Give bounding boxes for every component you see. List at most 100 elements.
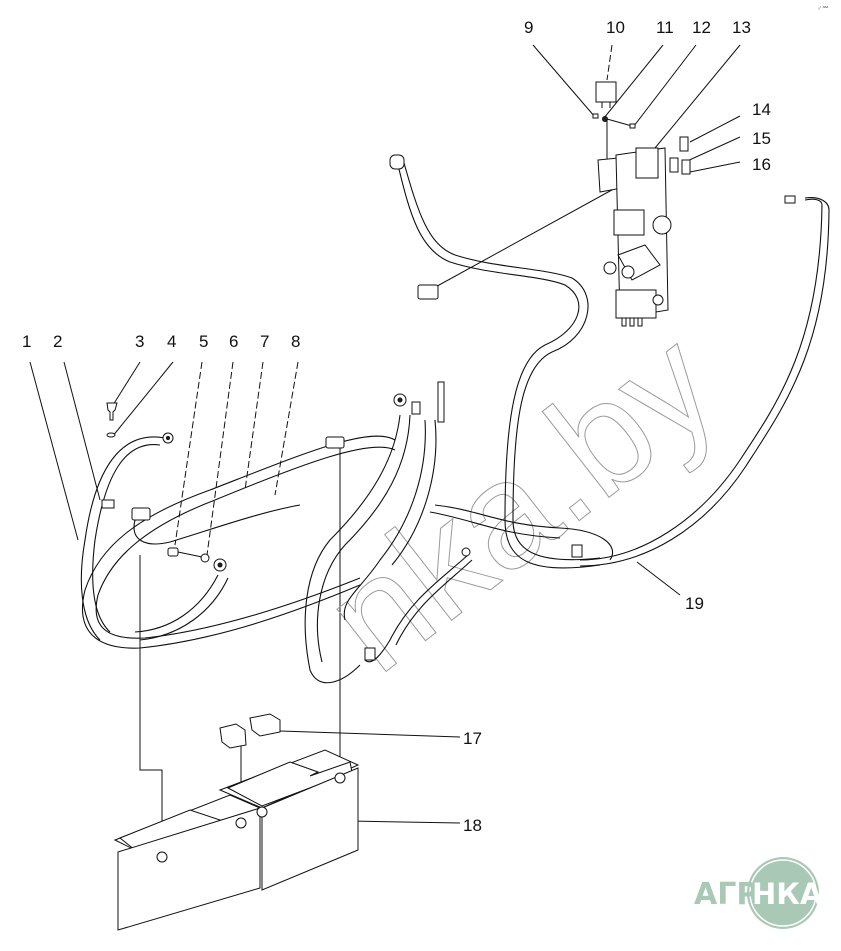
watermark: nka.by bbox=[294, 299, 746, 703]
screw-12-axis bbox=[606, 118, 633, 127]
leader-7 bbox=[244, 361, 264, 491]
agronka-logo: АГРО НКА bbox=[694, 857, 823, 929]
relay-block bbox=[592, 81, 691, 327]
callout-12: 12 bbox=[692, 18, 711, 37]
relay-bolt bbox=[652, 294, 664, 306]
cable-lower-b bbox=[395, 559, 473, 646]
cable-center-d bbox=[391, 419, 437, 566]
battery-right-body bbox=[261, 767, 359, 891]
clamp-2 bbox=[101, 499, 115, 509]
leader-4 bbox=[111, 361, 174, 438]
callout-9: 9 bbox=[524, 18, 533, 37]
washer-4 bbox=[106, 432, 116, 438]
terminal-cap-left bbox=[219, 723, 247, 749]
terminal-clamp bbox=[131, 507, 151, 521]
battery-right-terminal-pos bbox=[334, 772, 346, 784]
batteries-18 bbox=[113, 749, 360, 931]
leader-9 bbox=[532, 44, 596, 118]
logo-circle bbox=[747, 857, 819, 929]
leader-17 bbox=[279, 730, 461, 738]
cable-6-inner bbox=[139, 577, 229, 641]
relay-10 bbox=[595, 81, 617, 103]
connector-center bbox=[411, 401, 421, 415]
cable-top-outer bbox=[397, 164, 601, 569]
callout-5: 5 bbox=[199, 332, 208, 351]
logo-text-agro: АГРО bbox=[694, 877, 784, 912]
cable-center-b bbox=[316, 414, 411, 663]
battery-right-lid bbox=[226, 761, 353, 807]
terminal-cap-right bbox=[249, 713, 281, 737]
cable-harness-outer bbox=[81, 435, 396, 649]
bolt-5-axis bbox=[177, 551, 203, 558]
connector-19 bbox=[784, 195, 796, 204]
relay-pin-2 bbox=[629, 317, 635, 327]
ring-lug-center-hole bbox=[397, 397, 403, 403]
fuse-15 bbox=[669, 157, 679, 173]
leader-3 bbox=[112, 361, 141, 406]
battery-left-terminal-neg bbox=[156, 851, 168, 863]
cable-lug-6-hole bbox=[217, 562, 223, 568]
cable-lug-1-hole bbox=[165, 435, 171, 441]
leader-18 bbox=[349, 820, 461, 824]
cable-lower-a bbox=[364, 554, 469, 663]
fuse-16 bbox=[681, 159, 691, 175]
leader-6 bbox=[206, 361, 234, 556]
ring-lug-lower bbox=[461, 547, 471, 557]
leader-10 bbox=[606, 44, 613, 81]
relay-pin-3 bbox=[637, 317, 643, 327]
battery-left-body bbox=[117, 807, 261, 931]
callout-15: 15 bbox=[752, 129, 771, 148]
connector-line-battery-left bbox=[139, 555, 163, 850]
relay-coil bbox=[652, 215, 672, 235]
callout-10: 10 bbox=[606, 18, 625, 37]
logo-circle-ring bbox=[749, 859, 817, 927]
leader-8 bbox=[274, 361, 299, 496]
leader-15 bbox=[684, 136, 741, 163]
nut-9 bbox=[592, 113, 599, 119]
cable-harness-inner bbox=[95, 446, 396, 639]
leader-13 bbox=[654, 44, 741, 149]
cable-19-outer bbox=[579, 198, 823, 561]
fuse-14 bbox=[679, 136, 689, 152]
leader-11 bbox=[603, 44, 664, 119]
relay-terminal-2 bbox=[621, 265, 635, 279]
connector-top-cap bbox=[389, 154, 405, 170]
callout-7: 7 bbox=[260, 332, 269, 351]
leader-1 bbox=[29, 361, 79, 541]
corner-mark: ₀ʳ ᵃᵃᵃ bbox=[818, 5, 828, 11]
cable-1-outer bbox=[80, 436, 166, 641]
leader-12 bbox=[633, 44, 697, 127]
callout-19: 19 bbox=[685, 594, 704, 613]
sleeve-lower bbox=[364, 647, 376, 661]
callout-3: 3 bbox=[135, 332, 144, 351]
bolt-5 bbox=[167, 547, 179, 557]
screw-12 bbox=[629, 123, 636, 129]
fuse-holder-13 bbox=[635, 147, 659, 179]
leader-2 bbox=[63, 361, 101, 501]
washer-6 bbox=[200, 553, 210, 563]
callout-13: 13 bbox=[732, 18, 751, 37]
connector-line-relay bbox=[429, 179, 631, 291]
cable-1-inner bbox=[92, 444, 161, 633]
bolt-3 bbox=[106, 402, 118, 421]
callout-16: 16 bbox=[752, 155, 771, 174]
callout-labels: 1 2 3 4 5 6 7 8 9 10 11 12 13 14 15 16 1… bbox=[22, 18, 771, 835]
cable-center-c bbox=[343, 419, 426, 621]
callout-14: 14 bbox=[752, 100, 771, 119]
callout-8: 8 bbox=[291, 332, 300, 351]
cable-6-outer bbox=[134, 574, 219, 633]
leader-5 bbox=[174, 361, 203, 546]
callout-2: 2 bbox=[53, 332, 62, 351]
battery-right-terminal-neg bbox=[256, 806, 268, 818]
cable-5 bbox=[133, 504, 301, 545]
terminal-clamp-right bbox=[325, 436, 345, 449]
callout-4: 4 bbox=[167, 332, 176, 351]
leader-19 bbox=[636, 561, 681, 596]
logo-text-nka: НКА bbox=[752, 877, 823, 911]
cable-cross-outer bbox=[434, 504, 614, 561]
cable-19-inner bbox=[579, 197, 830, 567]
cables bbox=[80, 162, 830, 684]
leader-16 bbox=[689, 161, 741, 173]
callout-1: 1 bbox=[22, 332, 31, 351]
